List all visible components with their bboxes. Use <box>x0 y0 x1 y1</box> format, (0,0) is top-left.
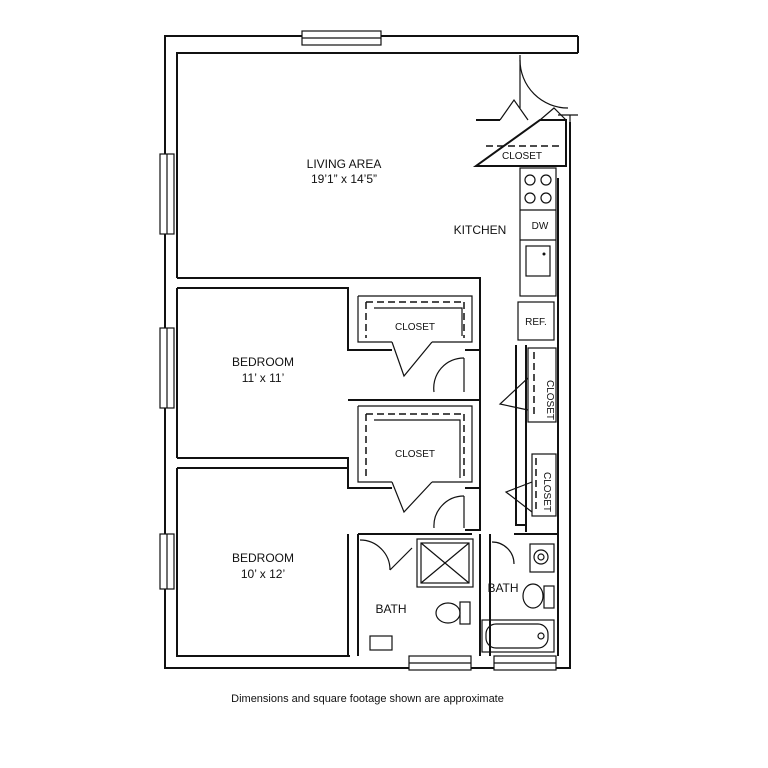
bedroom-2-closet-label: CLOSET <box>395 449 435 460</box>
bath-2-name: BATH <box>487 581 518 595</box>
kitchen-name: KITCHEN <box>454 223 507 237</box>
bedroom-1-dimensions: 11’ x 11’ <box>242 371 284 385</box>
kitchen: DW REF. <box>517 167 557 341</box>
entry-closet: CLOSET <box>472 98 567 167</box>
hall-closet-1: CLOSET <box>498 347 557 423</box>
bedroom-2-closet: CLOSET <box>357 405 473 514</box>
toilet-icon <box>435 601 471 625</box>
living-area-name: LIVING AREA <box>307 157 382 171</box>
bedroom-1-name: BEDROOM <box>232 355 294 369</box>
sink-icon <box>525 245 551 277</box>
hall-closet-2: CLOSET <box>504 453 557 517</box>
shower-icon <box>416 538 474 588</box>
windows <box>159 30 557 671</box>
interior-walls <box>177 277 558 656</box>
dishwasher-label: DW <box>532 221 549 232</box>
bathtub-icon <box>481 619 555 653</box>
entry-door <box>519 55 569 109</box>
entry-closet-label: CLOSET <box>502 151 542 162</box>
stove-icon <box>524 174 552 204</box>
living-area-dimensions: 19’1” x 14’5” <box>311 172 377 186</box>
refrigerator-label: REF. <box>525 317 547 328</box>
bath-1-name: BATH <box>375 602 406 616</box>
sink-icon <box>529 543 555 573</box>
bedroom-2-dimensions: 10’ x 12’ <box>241 567 285 581</box>
bedroom-1-closet-label: CLOSET <box>395 322 435 333</box>
bedroom-1-closet: CLOSET <box>357 295 473 378</box>
disclaimer-footnote: Dimensions and square footage shown are … <box>231 693 504 705</box>
bedroom-1-door <box>433 357 465 393</box>
bath-1 <box>359 538 474 651</box>
toilet-icon <box>522 583 555 609</box>
bedroom-2-name: BEDROOM <box>232 551 294 565</box>
sink-icon <box>369 635 393 651</box>
hall-closet-2-label: CLOSET <box>541 472 552 512</box>
bedroom-2-door <box>433 495 465 529</box>
bath-2 <box>481 541 555 653</box>
hall-closet-1-label: CLOSET <box>544 380 555 420</box>
